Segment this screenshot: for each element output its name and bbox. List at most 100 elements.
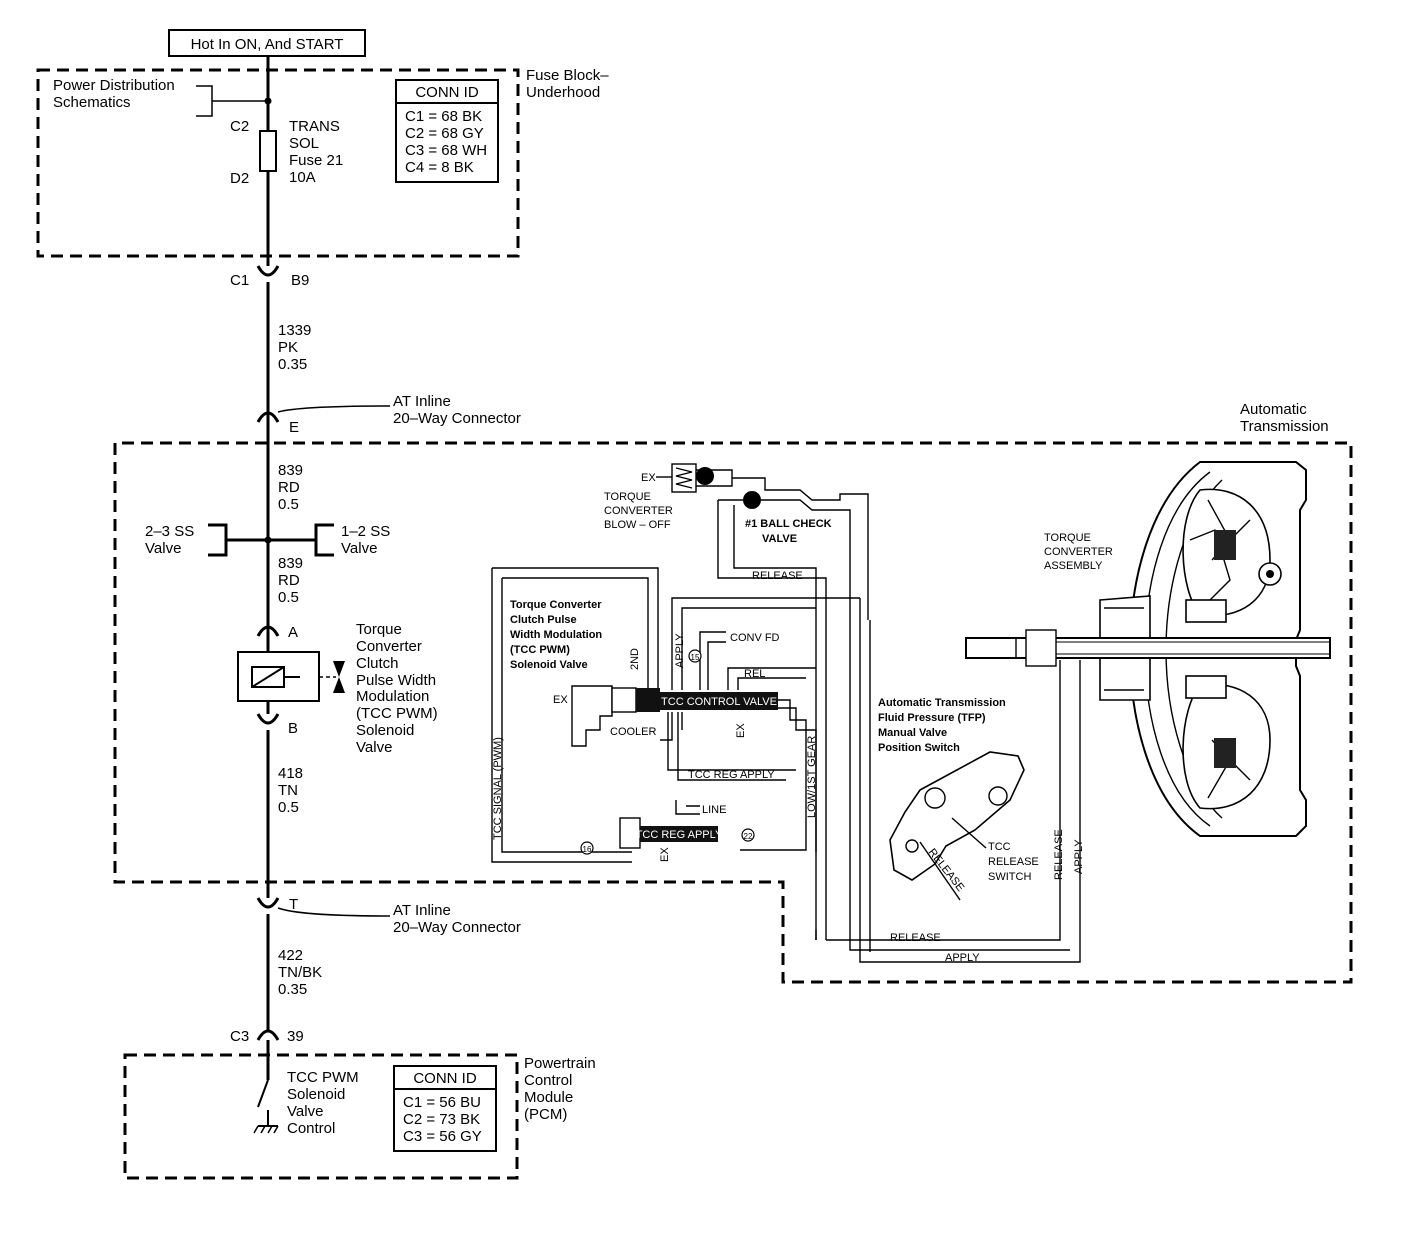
passage-number: 22	[744, 832, 753, 841]
fuse-block-underhood: Fuse Block– Underhood Power Distribution…	[36, 67, 609, 258]
power-distribution-label: Power Distribution	[53, 77, 175, 94]
ss-12-label: 1–2 SS	[341, 523, 390, 540]
torque-converter-label: TORQUE	[1044, 532, 1091, 544]
line-label: LINE	[702, 804, 726, 816]
ss-23-label-2: Valve	[145, 540, 181, 557]
torque-converter-label: ASSEMBLY	[1044, 560, 1103, 572]
transmission-label-2: Transmission	[1240, 418, 1329, 435]
tfp-switch-title: Manual Valve	[878, 727, 947, 739]
conn-id-heading: CONN ID	[413, 1070, 477, 1087]
fuse-label: TRANS	[289, 118, 340, 135]
pcm-label: Module	[524, 1089, 573, 1106]
pcm-module: Powertrain Control Module (PCM) TCC PWM …	[123, 1053, 596, 1180]
blowoff-label: CONVERTER	[604, 505, 673, 517]
apply-label-vertical: APPLY	[674, 633, 686, 668]
conn-id-heading: CONN ID	[415, 84, 479, 101]
inline-top-label-2: 20–Way Connector	[393, 410, 521, 427]
passage-number: 16	[583, 845, 592, 854]
ball-check-label: #1 BALL CHECK	[745, 518, 832, 530]
wire-1339-circuit: 1339	[278, 322, 311, 339]
transmission-boundary	[113, 441, 1353, 984]
tcc-reg-apply-valve-label: TCC REG APPLY	[636, 829, 723, 841]
fuse-pin-c2: C2	[230, 118, 249, 135]
solenoid-label: Converter	[356, 638, 422, 655]
connector-c1-pin: B9	[291, 272, 309, 289]
cooler-label: COOLER	[610, 726, 657, 738]
conn-id-row: C2 = 73 BK	[403, 1111, 480, 1128]
wire-839-gauge: 0.5	[278, 496, 299, 513]
wire-418-gauge: 0.5	[278, 799, 299, 816]
inline-top-pin: E	[289, 419, 299, 436]
conv-fd-label: CONV FD	[730, 632, 780, 644]
tcc-signal-label: TCC SIGNAL (PWM)	[492, 737, 504, 840]
torque-converter-assembly: TORQUE CONVERTER ASSEMBLY	[965, 461, 1331, 837]
pcm-label: Control	[524, 1072, 572, 1089]
wire-839-circuit: 839	[278, 462, 303, 479]
passage-number: 15	[691, 653, 700, 662]
tcc-pwm-solenoid-body	[571, 685, 613, 747]
conn-id-row: C1 = 68 BK	[405, 108, 482, 125]
tcc-pwm-valve-title: Torque Converter	[510, 599, 602, 611]
wire-418-circuit: 418	[278, 765, 303, 782]
apply-label-bottom: APPLY	[945, 952, 980, 964]
main-circuit-wire: C1 B9 1339 PK 0.35 E AT Inline 20–Way Co…	[145, 256, 521, 1055]
tcc-control-valve	[660, 692, 778, 710]
solenoid-label: Solenoid	[356, 722, 414, 739]
ex-port-top: EX	[641, 472, 656, 484]
solenoid-label: Modulation	[356, 688, 429, 705]
release-label-top: RELEASE	[752, 570, 803, 582]
tfp-switch-title: Automatic Transmission	[878, 697, 1006, 709]
tcc-pwm-valve-title: Width Modulation	[510, 629, 602, 641]
pcm-control-label: Solenoid	[287, 1086, 345, 1103]
solenoid-label: Torque	[356, 621, 402, 638]
wire-839b-gauge: 0.5	[278, 589, 299, 606]
pcm-control-label: Control	[287, 1120, 335, 1137]
ss-12-connector	[314, 523, 334, 557]
splice-dot-ss	[264, 536, 272, 544]
tcc-pwm-solenoid-symbol	[237, 651, 320, 702]
conn-id-row: C1 = 56 BU	[403, 1094, 481, 1111]
tcc-reg-apply-valve	[640, 826, 718, 842]
conn-id-row: C3 = 56 GY	[403, 1128, 482, 1145]
hydraulic-circuit: EX TORQUE CONVERTER BLOW – OFF #1 BALL C…	[491, 463, 1085, 964]
solenoid-pin-a: A	[288, 624, 298, 641]
ball-check-label: VALVE	[762, 533, 797, 545]
blowoff-ball	[696, 467, 714, 485]
inline-connector-bottom-symbol	[256, 897, 280, 909]
rel-label: REL	[744, 668, 765, 680]
ss-23-label: 2–3 SS	[145, 523, 194, 540]
power-distribution-label-2: Schematics	[53, 94, 131, 111]
tcc-pwm-valve-title: Solenoid Valve	[510, 659, 588, 671]
conn-id-row: C2 = 68 GY	[405, 125, 484, 142]
solenoid-pin-b: B	[288, 720, 298, 737]
solenoid-pin-a-symbol	[256, 625, 280, 637]
tcc-pwm-valve-title: Clutch Pulse	[510, 614, 577, 626]
connector-c3-label: C3	[230, 1028, 249, 1045]
blowoff-label: TORQUE	[604, 491, 651, 503]
pcm-control-label: TCC PWM	[287, 1069, 359, 1086]
wire-422-color: TN/BK	[278, 964, 322, 981]
apply-label-vertical-2: APPLY	[1073, 839, 1085, 874]
second-gear-label: 2ND	[629, 648, 641, 670]
conn-id-row: C3 = 68 WH	[405, 142, 487, 159]
wire-1339-color: PK	[278, 339, 298, 356]
wire-418-color: TN	[278, 782, 298, 799]
ss-23-connector	[208, 523, 228, 557]
input-shaft	[965, 637, 1331, 659]
solenoid-label: (TCC PWM)	[356, 705, 438, 722]
fuse-block-label-2: Underhood	[526, 84, 600, 101]
tfp-switch-title: Position Switch	[878, 742, 960, 754]
wire-839b-color: RD	[278, 572, 300, 589]
low-1st-gear-label: LOW/1ST GEAR	[806, 736, 818, 818]
ex-port-bottom: EX	[659, 847, 671, 862]
wire-839-color: RD	[278, 479, 300, 496]
solenoid-pin-b-symbol	[256, 713, 280, 725]
fuse-block-label: Fuse Block–	[526, 67, 609, 84]
fuse-conn-id-table: CONN ID C1 = 68 BK C2 = 68 GY C3 = 68 WH…	[395, 79, 499, 183]
tcc-release-switch-label: RELEASE	[988, 856, 1039, 868]
conn-id-row: C4 = 8 BK	[405, 159, 474, 176]
ex-port-mid: EX	[735, 723, 747, 738]
inline-top-label: AT Inline	[393, 393, 451, 410]
fuse-rating: 10A	[289, 169, 316, 186]
